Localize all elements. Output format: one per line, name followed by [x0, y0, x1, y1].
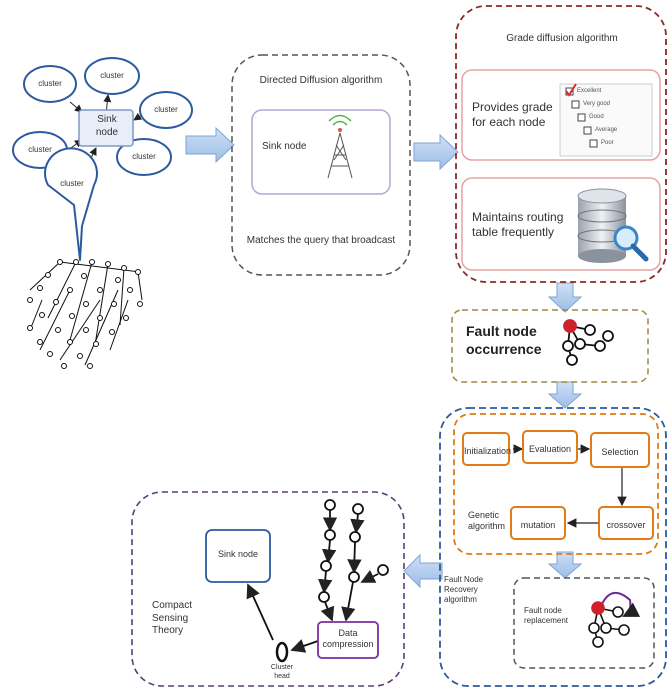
compact-sensing-label: Compact Sensing Theory [152, 600, 193, 636]
checklist-item: Excellent [577, 88, 602, 94]
cluster-bubble [84, 57, 140, 95]
compact-sink-label: Sink node [217, 549, 259, 559]
flow-arrow-right [185, 126, 235, 164]
flow-arrow-down [547, 381, 583, 409]
checklist-icon [559, 83, 653, 157]
data-compression-box [317, 621, 379, 659]
genetic-step-box: crossover [598, 506, 654, 540]
compact-sink-box [205, 529, 271, 583]
cluster-label: cluster [60, 179, 84, 188]
flow-arrow-down [547, 282, 583, 313]
compact-graph [246, 499, 389, 663]
sink-node-box [251, 109, 391, 195]
routing-text: Maintains routing table frequently [472, 210, 564, 239]
compact-sensing-panel [131, 491, 405, 687]
genetic-flow-arrows [513, 444, 627, 528]
cluster-bubble [139, 91, 193, 129]
cluster-label: cluster [28, 145, 52, 154]
cluster-label: cluster [38, 79, 62, 88]
grade-text: Provides grade for each node [472, 100, 553, 129]
flow-arrow-right [413, 133, 459, 171]
cluster-diagram [12, 57, 193, 369]
checklist-item: Average [595, 127, 618, 133]
sensor-tree [27, 259, 143, 369]
sink-node-box [78, 109, 134, 147]
directed-diffusion-panel [231, 54, 411, 276]
genetic-step-box: Initialization [462, 432, 511, 466]
cluster-bubble [23, 65, 77, 103]
cluster-head-label: Cluster head [270, 664, 294, 680]
data-compression-label: Data compression [322, 628, 374, 650]
cluster-label: cluster [132, 152, 156, 161]
fault-occurrence-title: Fault node occurrence [466, 323, 542, 358]
replacement-graph-icon [588, 592, 641, 648]
fault-replacement-label: Fault node replacement [524, 606, 569, 625]
genetic-panel [453, 413, 659, 555]
flow-arrow-left [403, 553, 443, 589]
cluster-head-node [275, 641, 289, 663]
genetic-label: Genetic algorithm [468, 510, 506, 532]
cluster-label: cluster [154, 105, 178, 114]
checklist-item: Very good [583, 101, 611, 107]
directed-diffusion-title: Directed Diffusion algorithm [259, 75, 383, 86]
directed-diffusion-caption: Matches the query that broadcast [246, 235, 396, 246]
dd-sink-node-label: Sink node [262, 141, 307, 152]
grade-diffusion-panel [455, 5, 667, 283]
recovery-outer-panel [439, 407, 667, 687]
fault-replacement-panel [513, 577, 655, 669]
fault-node-graph-icon [562, 319, 614, 366]
genetic-step-box: Selection [590, 432, 650, 468]
checklist-item: Poor [601, 140, 614, 146]
cluster-bubble [116, 138, 172, 176]
antenna-tower-icon [327, 114, 353, 179]
cluster-bubble-callout [44, 147, 98, 261]
genetic-step-box: Evaluation [522, 430, 578, 464]
sink-node-label: Sink node [95, 114, 119, 138]
flow-arrow-down [547, 551, 583, 579]
grade-diffusion-title: Grade diffusion algorithm [506, 33, 618, 44]
checklist-item: Good [589, 114, 604, 120]
cluster-label: cluster [100, 71, 124, 80]
genetic-step-box: mutation [510, 506, 566, 540]
database-search-icon [577, 188, 649, 263]
recovery-label: Fault Node Recovery algorithm [444, 575, 484, 604]
